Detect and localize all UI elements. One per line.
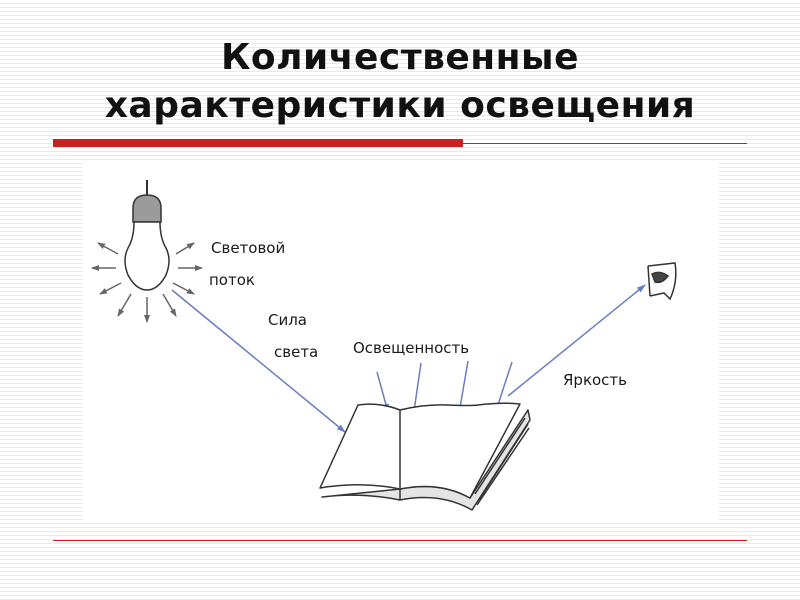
luminance-arrow xyxy=(507,284,646,397)
open-book-icon xyxy=(319,402,531,511)
light-bulb-icon xyxy=(124,180,170,291)
label-luminous-intensity-line2: света xyxy=(274,343,318,361)
intensity-ray-arrow xyxy=(171,289,346,433)
label-illuminance: Освещенность xyxy=(353,339,469,357)
slide-title: Количественные характеристики освещения xyxy=(40,34,760,130)
label-luminance: Яркость xyxy=(563,371,627,389)
title-underline-thin xyxy=(463,143,747,144)
luminous-flux-rays xyxy=(91,242,203,323)
footer-rule xyxy=(53,540,747,541)
label-luminous-flux-line2: поток xyxy=(209,271,255,289)
label-luminous-flux-line1: Световой xyxy=(211,239,285,257)
label-luminous-intensity-line1: Сила xyxy=(268,311,307,329)
eye-icon xyxy=(647,262,677,301)
slide-title-line2: характеристики освещения xyxy=(104,85,696,126)
title-underline-red xyxy=(53,139,463,147)
slide-title-line1: Количественные xyxy=(221,37,579,78)
